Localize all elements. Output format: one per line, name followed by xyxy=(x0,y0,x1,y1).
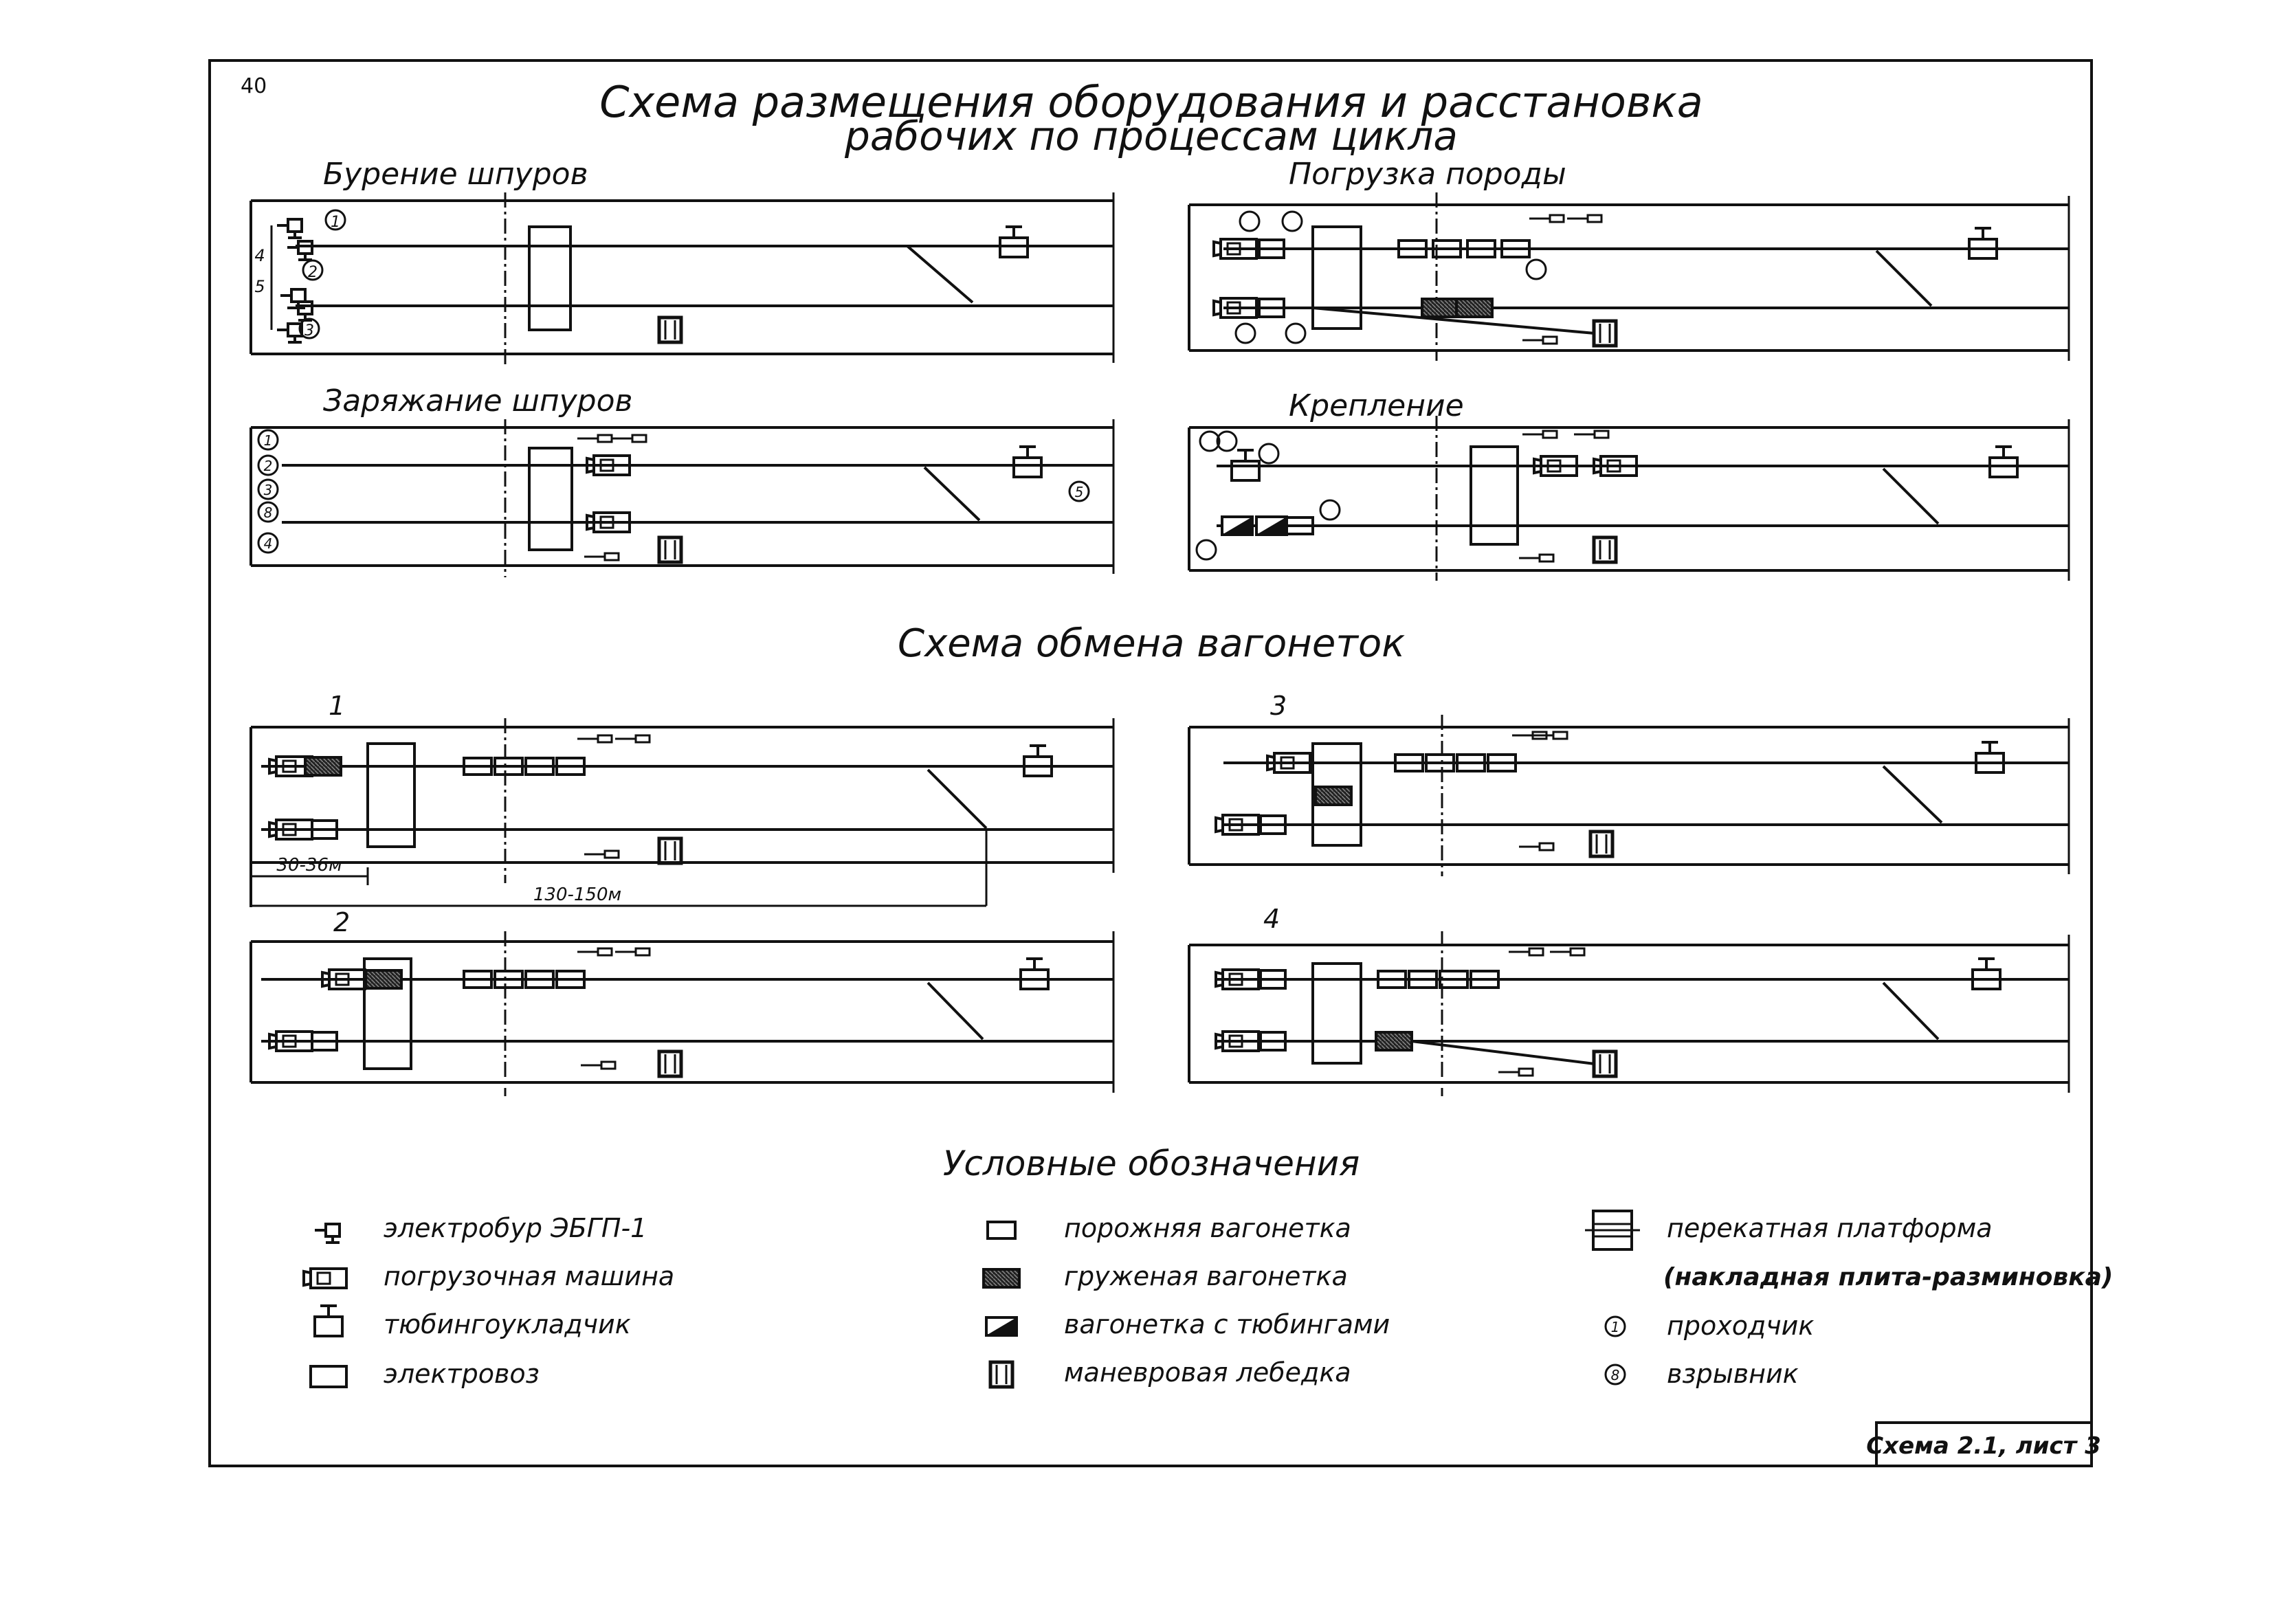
legend-miner: проходчик xyxy=(1667,1311,1814,1341)
mark-4: 4 xyxy=(254,246,265,265)
main-title-line2: рабочих по процессам цикла xyxy=(844,113,1458,159)
winch-icon xyxy=(990,1362,1012,1387)
exchange-scheme-3: 3 xyxy=(1188,691,2070,876)
legend-platform-note: (накладная плита-разминовка) xyxy=(1663,1263,2113,1291)
legend-empty-car: порожняя вагонетка xyxy=(1064,1213,1351,1243)
dimension-short: 30-36м xyxy=(276,855,342,876)
page-number: 40 xyxy=(241,74,267,98)
panel-loading: Погрузка породы xyxy=(1188,157,2070,361)
exchange-number-1: 1 xyxy=(329,691,345,721)
exchange-scheme-1: 1 30-36м 130-150м xyxy=(250,691,1115,907)
sheet-border xyxy=(208,59,2093,1467)
sheet-stamp: Схема 2.1, лист 3 xyxy=(1866,1432,2101,1460)
exchange-number-3: 3 xyxy=(1270,691,1287,721)
panel-loading-title: Погрузка породы xyxy=(1289,157,1566,192)
locomotive-icon xyxy=(309,1365,348,1388)
segment-car-icon xyxy=(985,1316,1018,1337)
charging-mark-4: 4 xyxy=(264,535,273,552)
mark-2: 2 xyxy=(308,264,318,281)
legend-segment-car: вагонетка с тюбингами xyxy=(1064,1309,1390,1339)
exchange-scheme-4: 4 xyxy=(1188,904,2070,1096)
panel-drilling: Бурение шпуров 1 2 3 4 5 xyxy=(250,157,1115,364)
exchange-title: Схема обмена вагонеток xyxy=(898,621,1405,666)
charging-mark-5: 5 xyxy=(1075,484,1084,500)
panel-support: Крепление xyxy=(1188,388,2070,581)
legend-platform: перекатная платформа xyxy=(1667,1213,1993,1243)
exchange-number-2: 2 xyxy=(333,907,350,937)
mark-1: 1 xyxy=(331,214,340,231)
panel-charging-title: Заряжание шпуров xyxy=(323,383,632,419)
panel-drilling-title: Бурение шпуров xyxy=(323,157,588,192)
empty-car-icon xyxy=(986,1221,1017,1240)
legend-winch: маневровая лебедка xyxy=(1064,1357,1351,1388)
charging-mark-3: 3 xyxy=(264,482,273,498)
charging-mark-1: 1 xyxy=(264,432,273,449)
stamp-box xyxy=(1875,1421,2093,1467)
exchange-scheme-2: 2 xyxy=(250,907,1115,1096)
charging-mark-8: 8 xyxy=(264,504,273,521)
legend-loaded-car: груженая вагонетка xyxy=(1064,1261,1348,1291)
legend-title: Условные обозначения xyxy=(943,1144,1360,1183)
main-title-line1: Схема размещения оборудования и расстано… xyxy=(599,77,1703,127)
erector-icon xyxy=(313,1304,344,1337)
exchange-number-4: 4 xyxy=(1263,904,1280,934)
legend: Условные обозначения электробур ЭБГП-1 п… xyxy=(302,1144,2113,1389)
legend-blaster: взрывник xyxy=(1667,1359,1799,1389)
platform-icon xyxy=(1585,1210,1640,1251)
charging-mark-2: 2 xyxy=(264,458,273,474)
panel-support-title: Крепление xyxy=(1289,388,1464,423)
legend-drill: электробур ЭБГП-1 xyxy=(384,1213,647,1243)
blaster-icon-number: 8 xyxy=(1611,1367,1620,1383)
loader-icon xyxy=(302,1267,348,1289)
mark-3: 3 xyxy=(304,322,314,340)
panel-charging: Заряжание шпуров 1 2 3 8 4 5 xyxy=(250,383,1115,577)
legend-loader: погрузочная машина xyxy=(384,1261,674,1291)
drill-icon xyxy=(313,1223,341,1244)
miner-icon-number: 1 xyxy=(1611,1319,1620,1335)
legend-locomotive: электровоз xyxy=(384,1359,540,1389)
legend-erector: тюбингоукладчик xyxy=(384,1309,631,1339)
dimension-long: 130-150м xyxy=(533,885,621,905)
loaded-car-icon xyxy=(982,1268,1021,1289)
mark-5: 5 xyxy=(254,277,265,296)
